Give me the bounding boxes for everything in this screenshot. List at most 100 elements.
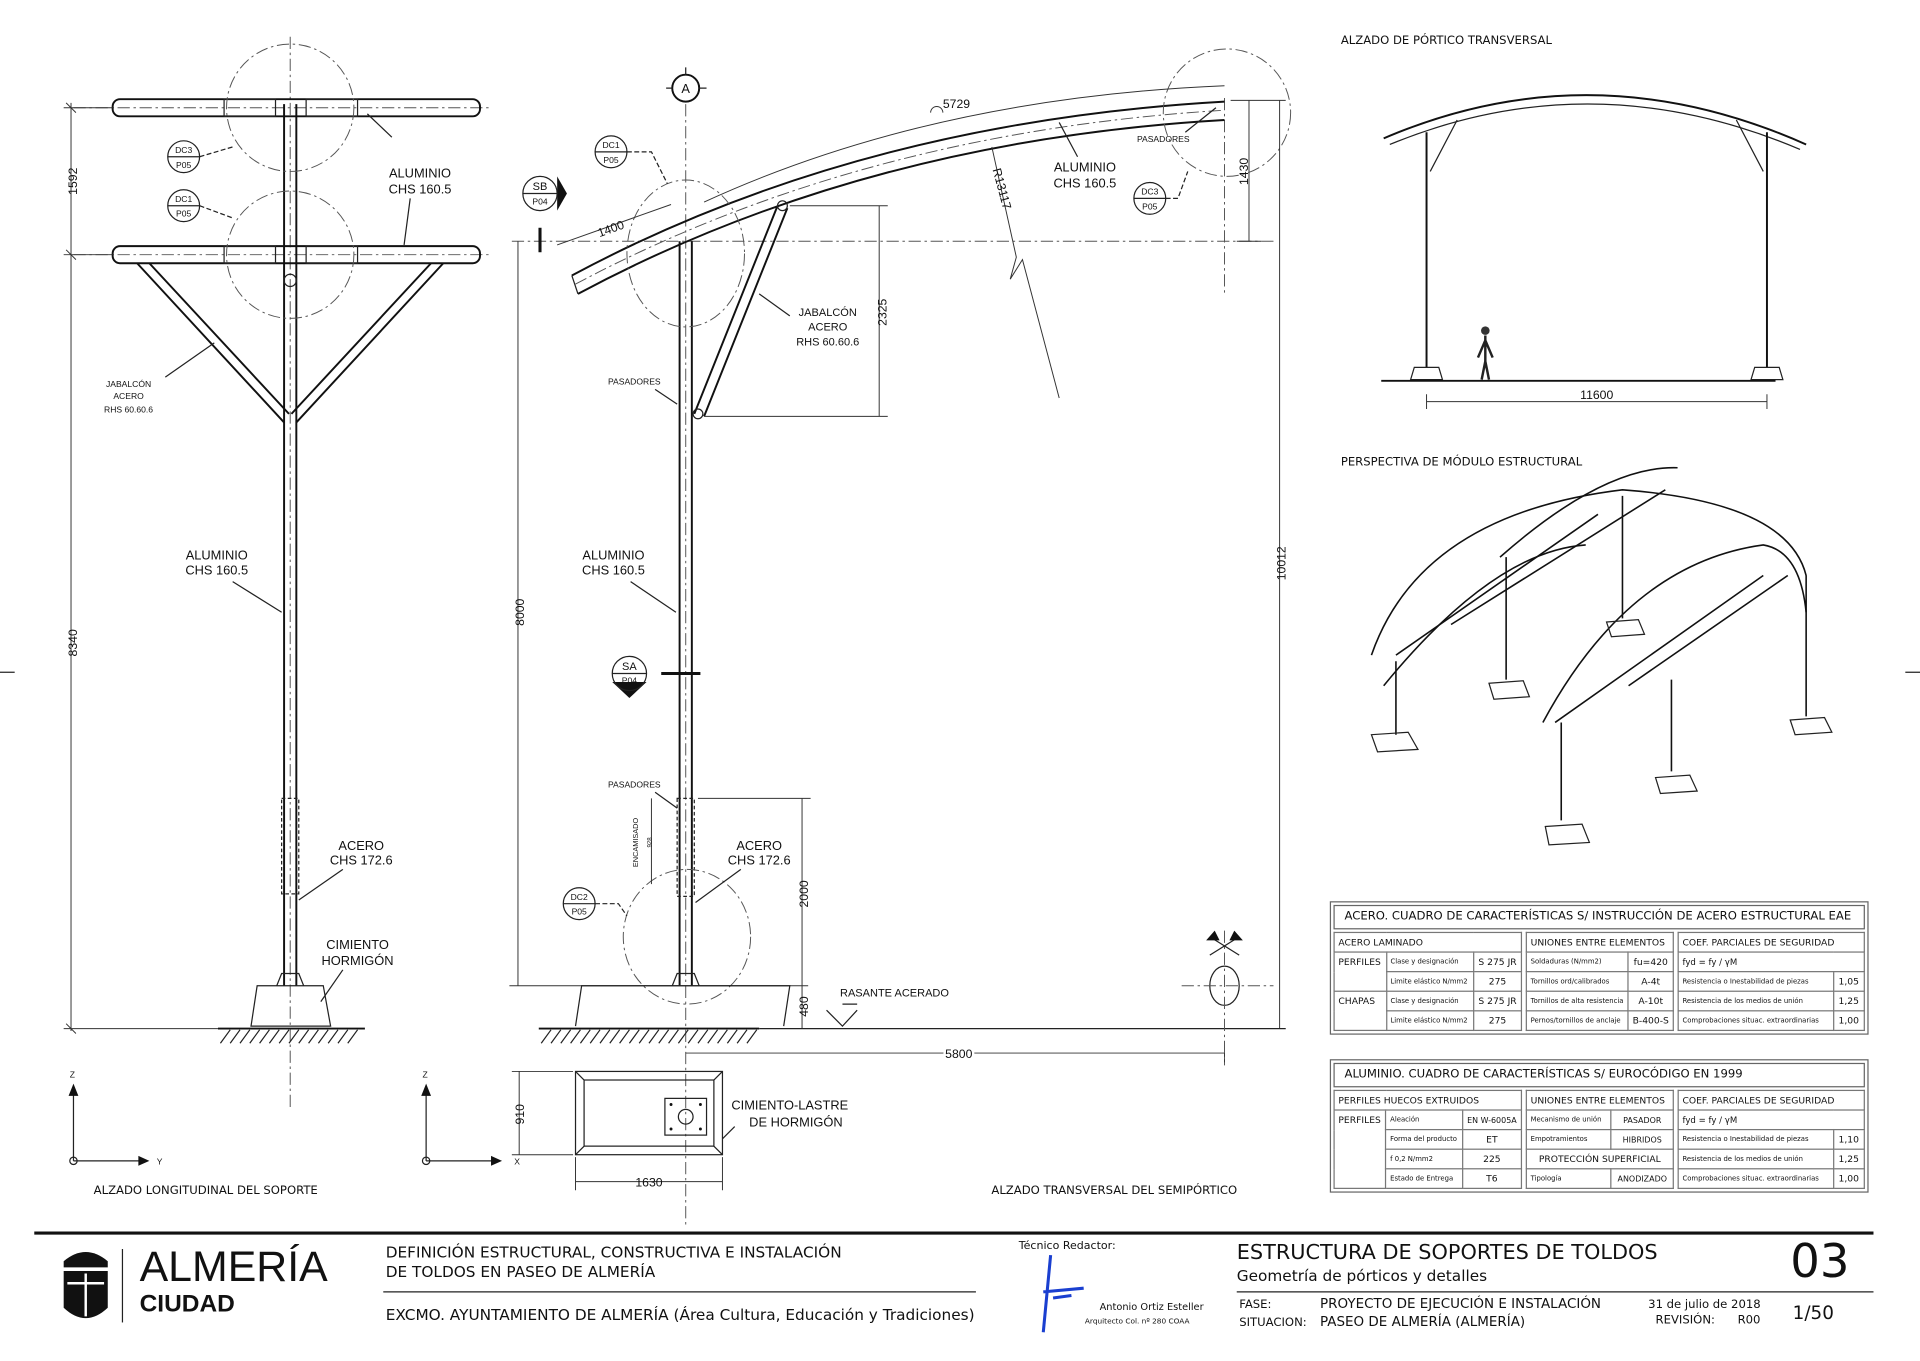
axis-y-label: Y	[157, 1156, 163, 1166]
human-figure	[1476, 326, 1494, 380]
dim-1400: 1400	[596, 218, 627, 241]
callout-dc1-mid[interactable]: DC1 P05	[594, 135, 668, 184]
cell-value: 1,10	[1832, 1128, 1865, 1150]
portal-elevation: ALZADO DE PÓRTICO TRANSVERSAL 11600	[1341, 32, 1807, 409]
label-jabalcon: JABALCÓN	[106, 379, 151, 389]
logo-sub: CIUDAD	[139, 1290, 235, 1318]
dim-1630: 1630	[635, 1176, 662, 1190]
city-coat-of-arms-logo	[63, 1252, 108, 1319]
label-cimiento-material: HORMIGÓN	[322, 953, 394, 968]
axis-z-label: Z	[70, 1070, 75, 1080]
steel-section-uniones: UNIONES ENTRE ELEMENTOS Soldaduras (N/mm…	[1525, 931, 1674, 1032]
callout-dc3[interactable]: DC3 P05	[167, 140, 233, 174]
label-jabalcon-mid-spec: RHS 60.60.6	[796, 336, 859, 348]
cell-value: 1,05	[1832, 971, 1865, 992]
date: 31 de julio de 2018	[1648, 1297, 1761, 1312]
cell-value: A-10t	[1627, 990, 1674, 1012]
label-aluminio-mid-spec: CHS 160.5	[185, 562, 248, 577]
cell: Clase y designación	[1385, 951, 1475, 973]
steel-section-coef: COEF. PARCIALES DE SEGURIDAD fyd = fy / …	[1677, 931, 1865, 1032]
section-marker-sb[interactable]: SB P04	[522, 175, 567, 253]
section-header: COEF. PARCIALES DE SEGURIDAD	[1677, 931, 1865, 953]
callout-dc1[interactable]: DC1 P05	[167, 189, 233, 223]
project-line-2: DE TOLDOS EN PASEO DE ALMERÍA	[385, 1262, 656, 1281]
section-top: SA	[622, 661, 637, 673]
cell-value: 275	[1472, 971, 1523, 992]
cell-value: 1,25	[1832, 1148, 1865, 1170]
label-aluminio-pole: ALUMINIO	[582, 548, 644, 563]
aluminium-table-title: ALUMINIO. CUADRO DE CARACTERÍSTICAS S/ E…	[1333, 1062, 1865, 1088]
callout-top: DC3	[1141, 187, 1158, 197]
formula: fyd = fy / γM	[1677, 1109, 1865, 1131]
dim-11600: 11600	[1580, 388, 1613, 402]
cell-value: T6	[1461, 1168, 1523, 1189]
cell-value: PASADOR	[1610, 1109, 1674, 1131]
revision-value: R00	[1737, 1313, 1761, 1328]
label-aluminio-mid: ALUMINIO	[186, 548, 248, 563]
dim-8000: 8000	[513, 598, 527, 625]
grid-marker-a: A	[666, 67, 707, 103]
label-acero-spec: CHS 172.6	[330, 852, 393, 867]
dim-8340: 8340	[66, 629, 80, 656]
cell: Clase y designación	[1385, 990, 1475, 1012]
left-view-title: ALZADO LONGITUDINAL DEL SOPORTE	[94, 1183, 318, 1197]
cell: Tornillos ord/calibrados	[1525, 971, 1629, 992]
callout-bottom: P05	[603, 155, 618, 165]
cell-value: A-4t	[1627, 971, 1674, 992]
section-top: SB	[533, 181, 548, 193]
dim-928: 928	[646, 837, 653, 848]
section-header: UNIONES ENTRE ELEMENTOS	[1525, 1089, 1674, 1111]
sheet-number: 03	[1790, 1234, 1850, 1289]
section-header: PERFILES HUECOS EXTRUIDOS	[1333, 1089, 1523, 1111]
label-jabalcon-mid-material: ACERO	[808, 322, 848, 334]
label-jabalcon-mid: JABALCÓN	[799, 306, 857, 319]
fase-label: FASE:	[1239, 1297, 1272, 1312]
cell: Resistencia o Inestabilidad de piezas	[1677, 1128, 1834, 1150]
callout-dc2-mid[interactable]: DC2 P05	[562, 887, 628, 921]
cell: Tornillos de alta resistencia	[1525, 990, 1629, 1012]
cell-value: 225	[1461, 1148, 1523, 1170]
axis-indicator-mid: Z X	[421, 1070, 520, 1166]
fase-value: PROYECTO DE EJECUCIÓN E INSTALACIÓN	[1320, 1295, 1602, 1312]
cell-value: S 275 JR	[1472, 951, 1523, 973]
label-jabalcon-material: ACERO	[113, 391, 144, 401]
section-marker-sa[interactable]: SA P04	[611, 655, 701, 698]
cell-value: 1,00	[1832, 1010, 1865, 1032]
cell: Pernos/tornillos de anclaje	[1525, 1010, 1629, 1032]
formula: fyd = fy / γM	[1677, 951, 1865, 973]
callout-top: DC3	[175, 145, 192, 155]
situacion-label: SITUACION:	[1239, 1316, 1307, 1330]
label-cimiento: CIMIENTO	[326, 937, 389, 952]
callout-bottom: P05	[176, 209, 191, 219]
signature	[1041, 1254, 1084, 1333]
dim-5800: 5800	[945, 1047, 972, 1061]
middle-view-title: ALZADO TRANSVERSAL DEL SEMIPÓRTICO	[991, 1182, 1237, 1197]
cell: Resistencia de los medios de unión	[1677, 1148, 1834, 1170]
cell: Comprobaciones situac. extraordinarias	[1677, 1010, 1834, 1032]
cell-value: B-400-S	[1627, 1010, 1674, 1032]
cell: Soldaduras (N/mm2)	[1525, 951, 1629, 973]
foundation-plan	[511, 1070, 736, 1191]
dim-arc-5729: 5729	[943, 97, 970, 111]
cell: Forma del producto	[1385, 1128, 1463, 1150]
dim-1430: 1430	[1237, 158, 1251, 185]
steel-characteristics-table: ACERO. CUADRO DE CARACTERÍSTICAS S/ INST…	[1329, 901, 1869, 1035]
author-name: Antonio Ortiz Esteller	[1099, 1301, 1204, 1313]
cell-value: ANODIZADO	[1610, 1168, 1674, 1189]
scale: 1/50	[1792, 1301, 1834, 1324]
callout-dc3-mid[interactable]: DC3 P05	[1133, 171, 1189, 215]
cell: Mecanismo de unión	[1525, 1109, 1612, 1131]
cell: Limite elástico N/mm2	[1385, 1010, 1475, 1032]
label-acero-mid-spec: CHS 172.6	[728, 852, 791, 867]
aluminium-section-uniones: UNIONES ENTRE ELEMENTOS Mecanismo de uni…	[1525, 1089, 1674, 1189]
section-bottom: P04	[532, 196, 547, 206]
label-pasadores-mid: PASADORES	[608, 376, 661, 386]
cell-value: 1,25	[1832, 990, 1865, 1012]
cell: Tipología	[1525, 1168, 1612, 1189]
column-marker	[1181, 930, 1274, 1066]
axis-indicator-left: Z Y	[68, 1070, 163, 1166]
sheet-title: ESTRUCTURA DE SOPORTES DE TOLDOS	[1236, 1240, 1658, 1265]
ground-hatch	[219, 1029, 359, 1044]
cell: Estado de Entrega	[1385, 1168, 1463, 1189]
